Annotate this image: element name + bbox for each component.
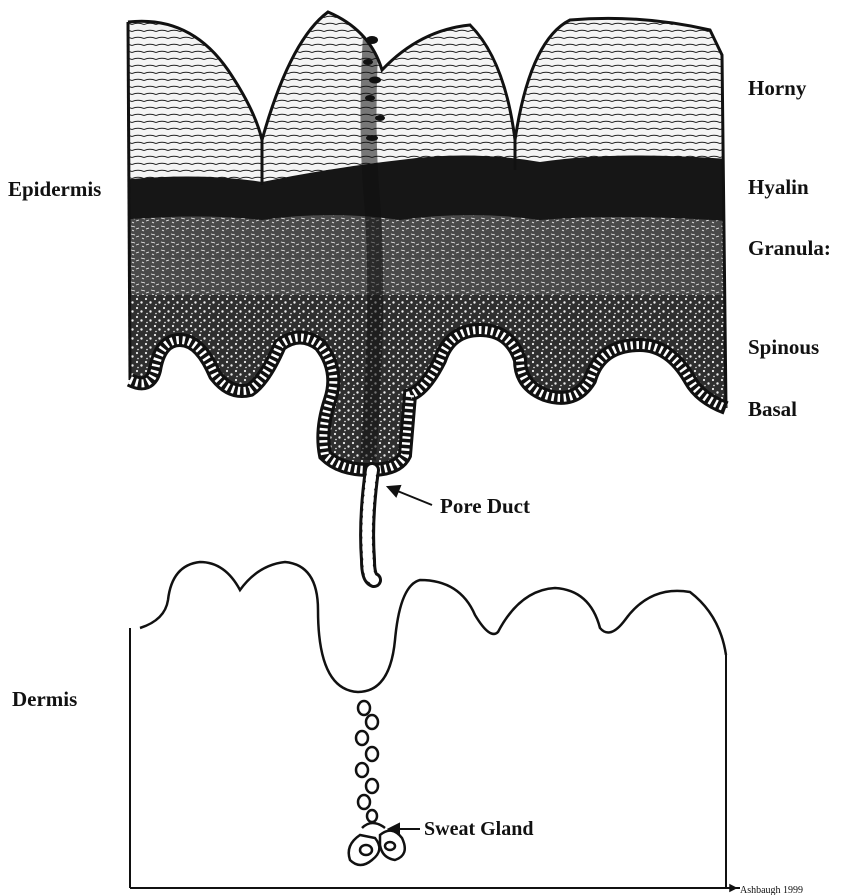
epidermis-block (120, 0, 740, 485)
label-sweat-gland: Sweat Gland (424, 818, 533, 840)
spinous-layer (120, 295, 740, 485)
label-hyalin: Hyalin (748, 175, 809, 199)
label-epidermis: Epidermis (8, 177, 101, 201)
label-granular: Granula: (748, 236, 831, 260)
label-basal: Basal (748, 397, 797, 421)
granular-layer (120, 215, 740, 300)
label-pore-duct: Pore Duct (440, 494, 530, 518)
label-horny: Horny (748, 76, 807, 100)
pore-duct (367, 470, 374, 580)
label-dermis: Dermis (12, 687, 77, 711)
coiled-duct (356, 701, 378, 822)
credit-text: Ashbaugh 1999 (740, 885, 803, 895)
dermal-papillae-outline (140, 562, 726, 692)
pore-duct-arrow (388, 486, 432, 505)
credit-arrow (730, 885, 736, 891)
label-spinous: Spinous (748, 335, 819, 359)
